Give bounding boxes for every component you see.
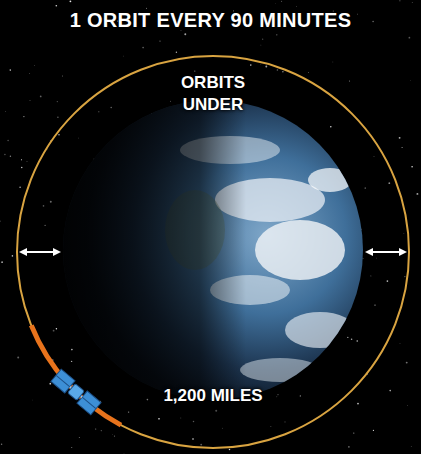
earth-clouds bbox=[60, 95, 370, 405]
orbit-note: ORBITS UNDER bbox=[150, 72, 276, 116]
satellite bbox=[51, 369, 101, 415]
distance-arrows bbox=[19, 248, 407, 256]
distance-label: 1,200 MILES bbox=[160, 385, 266, 407]
orbit-segment bbox=[31, 325, 121, 425]
orbit-ring bbox=[17, 56, 409, 448]
diagram-title: 1 ORBIT EVERY 90 MINUTES bbox=[0, 9, 421, 32]
